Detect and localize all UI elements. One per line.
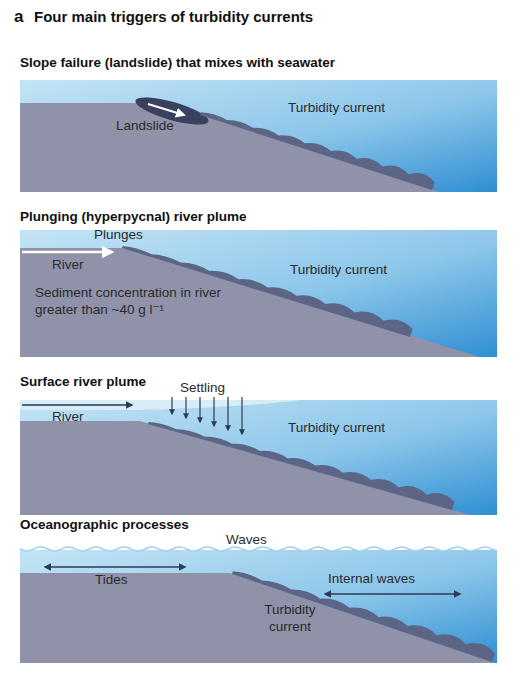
wave-line xyxy=(20,547,497,551)
part-label: Internal waves xyxy=(328,571,415,588)
panel-plunging xyxy=(20,230,497,357)
part-label: Turbidity current xyxy=(288,100,385,117)
part-label: Waves xyxy=(226,532,267,549)
note: Sediment concentration in river greater … xyxy=(35,285,250,319)
figure-title: Four main triggers of turbidity currents xyxy=(34,8,313,27)
settling-arrow xyxy=(213,397,214,426)
settling-arrow xyxy=(185,397,186,418)
panel-heading: Surface river plume xyxy=(20,374,146,391)
turbidity-current-shape xyxy=(232,571,495,662)
panel-heading: Oceanographic processes xyxy=(20,517,189,534)
panel-heading: Plunging (hyperpycnal) river plume xyxy=(20,209,247,226)
part-label: Turbidity current xyxy=(250,602,330,636)
panel-heading: Slope failure (landslide) that mixes wit… xyxy=(20,55,335,72)
panel-landslide xyxy=(20,80,497,192)
turbidity-current-shape xyxy=(200,112,435,190)
settling-arrow xyxy=(171,397,172,414)
part-label: Turbidity current xyxy=(288,420,385,437)
settling-arrow xyxy=(241,397,242,434)
settling-arrow xyxy=(199,397,200,422)
part-label: Settling xyxy=(180,380,225,397)
part-label: Turbidity current xyxy=(290,262,387,279)
part-label: River xyxy=(52,409,84,426)
part-label: Tides xyxy=(95,572,128,589)
settling-arrow xyxy=(227,397,228,430)
turbidity-current-shape xyxy=(148,422,454,510)
part-label: Landslide xyxy=(116,118,174,135)
part-label: Plunges xyxy=(94,227,143,244)
part-label: River xyxy=(52,257,84,274)
panel-letter: a xyxy=(14,6,23,27)
panel-surface-plume xyxy=(20,400,497,515)
panel-oceanographic xyxy=(20,550,497,663)
